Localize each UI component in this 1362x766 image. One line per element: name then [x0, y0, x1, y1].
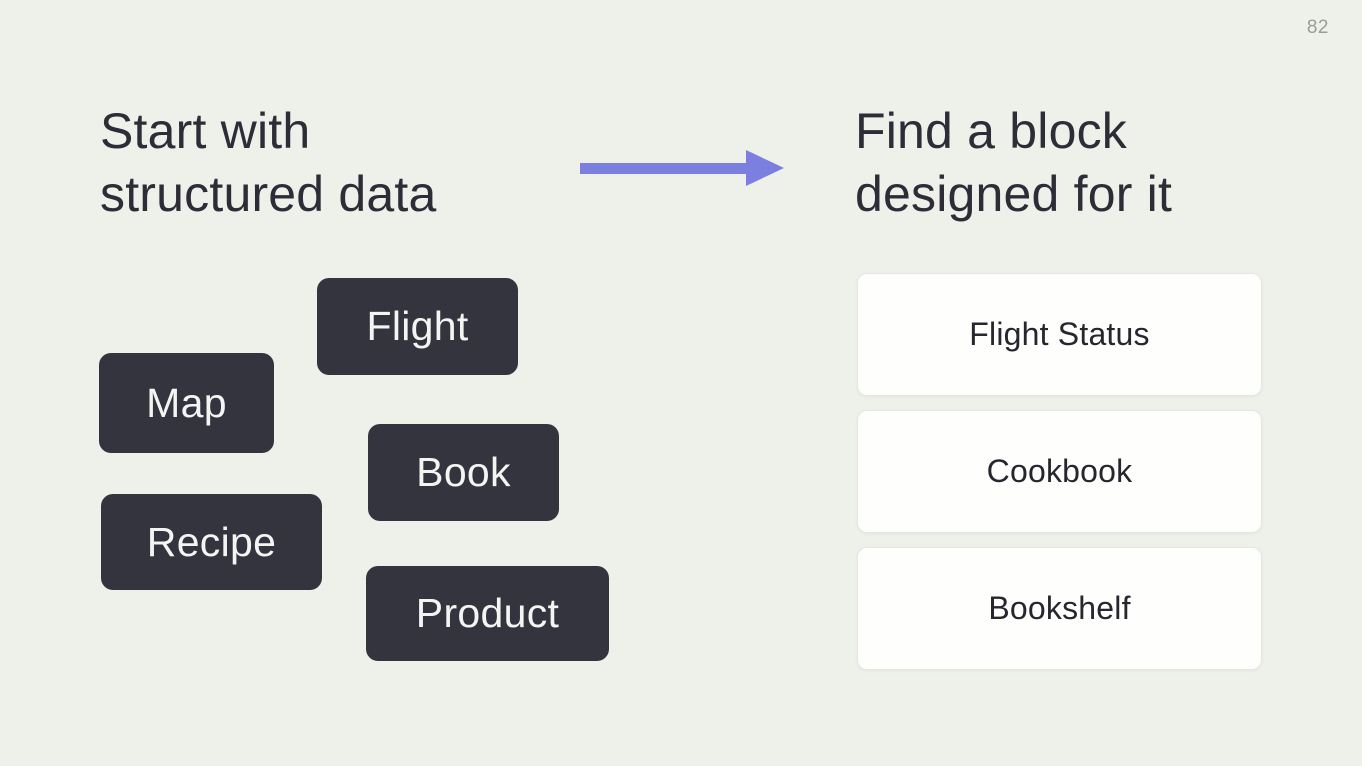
data-tag-product: Product	[366, 566, 609, 661]
data-tag-book: Book	[368, 424, 559, 521]
block-card-cookbook: Cookbook	[857, 410, 1262, 533]
page-number: 82	[1306, 17, 1329, 38]
right-heading: Find a block designed for it	[855, 100, 1172, 226]
right-arrow-icon	[580, 150, 784, 187]
data-tag-flight: Flight	[317, 278, 518, 375]
left-heading: Start with structured data	[100, 100, 437, 226]
block-card-bookshelf: Bookshelf	[857, 547, 1262, 670]
right-heading-line2: designed for it	[855, 166, 1173, 222]
left-heading-line1: Start with	[100, 103, 311, 159]
block-card-flight-status: Flight Status	[857, 273, 1262, 396]
data-tag-map: Map	[99, 353, 274, 453]
right-arrow-shaft	[580, 163, 752, 174]
data-tag-recipe: Recipe	[101, 494, 322, 590]
right-heading-line1: Find a block	[855, 103, 1127, 159]
left-heading-line2: structured data	[100, 166, 437, 222]
right-arrow-head	[746, 150, 784, 186]
